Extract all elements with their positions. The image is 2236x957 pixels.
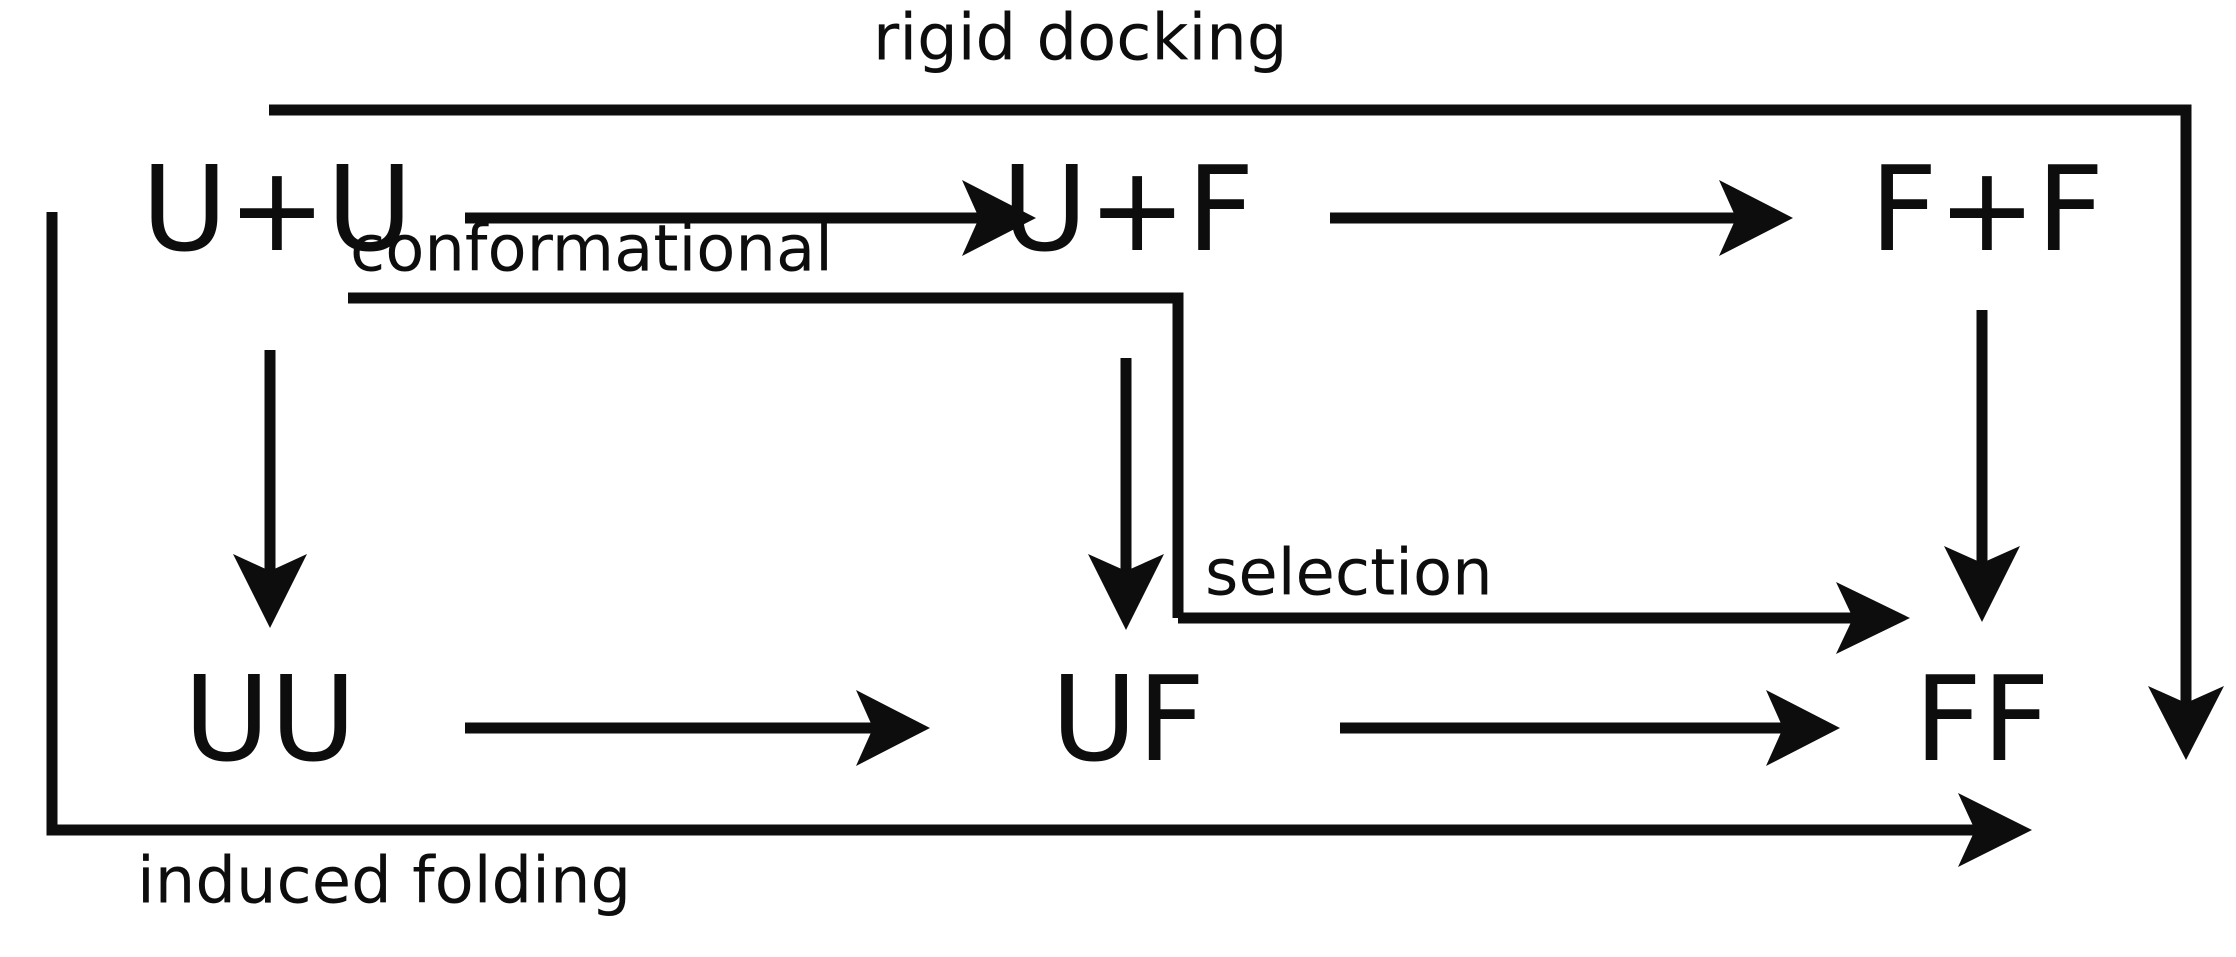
node-label-u-plus-u: U+U [141, 140, 413, 278]
arrowhead-down-right-column [1944, 546, 2020, 622]
node-label-ff: FF [1914, 650, 2050, 788]
edge-uu-to-uf-bottom [465, 690, 930, 766]
arrowhead-down-left-column [233, 554, 307, 628]
edge-label-induced-folding: induced folding [137, 845, 631, 919]
node-label-f-plus-f: F+F [1870, 140, 2105, 278]
edge-label-conformational: conformational [350, 213, 833, 287]
edge-induced-folding [46, 212, 2032, 867]
edge-ff-to-ff-down [1944, 310, 2020, 622]
edge-uu-to-uf-top [465, 180, 1036, 256]
arrowhead-right-induced-folding [1958, 793, 2032, 867]
edge-label-rigid-docking: rigid docking [873, 2, 1287, 76]
edge-uf-to-ff-bottom [1340, 690, 1840, 766]
edge-conformational [348, 292, 1184, 618]
node-label-u-plus-f: U+F [1001, 140, 1254, 278]
edge-uu-to-uu-down [233, 350, 307, 628]
edge-uf-to-uf-down [1088, 358, 1164, 630]
arrowhead-right-top-left [962, 180, 1036, 256]
edge-uf-to-ff-top [1330, 180, 1793, 256]
edge-label-selection: selection [1205, 537, 1493, 611]
edge-rigid-docking [269, 104, 2224, 760]
edge-selection [1178, 582, 1910, 654]
arrowhead-right-bottom-left [856, 690, 930, 766]
arrowhead-down-middle-column [1088, 554, 1164, 630]
arrowhead-right-selection [1836, 582, 1910, 654]
arrowhead-down-rigid-docking [2148, 686, 2224, 760]
arrowhead-right-bottom-right [1766, 690, 1840, 766]
node-label-uu: UU [184, 650, 357, 788]
arrowhead-right-top-right [1719, 180, 1793, 256]
node-label-uf: UF [1051, 650, 1205, 788]
